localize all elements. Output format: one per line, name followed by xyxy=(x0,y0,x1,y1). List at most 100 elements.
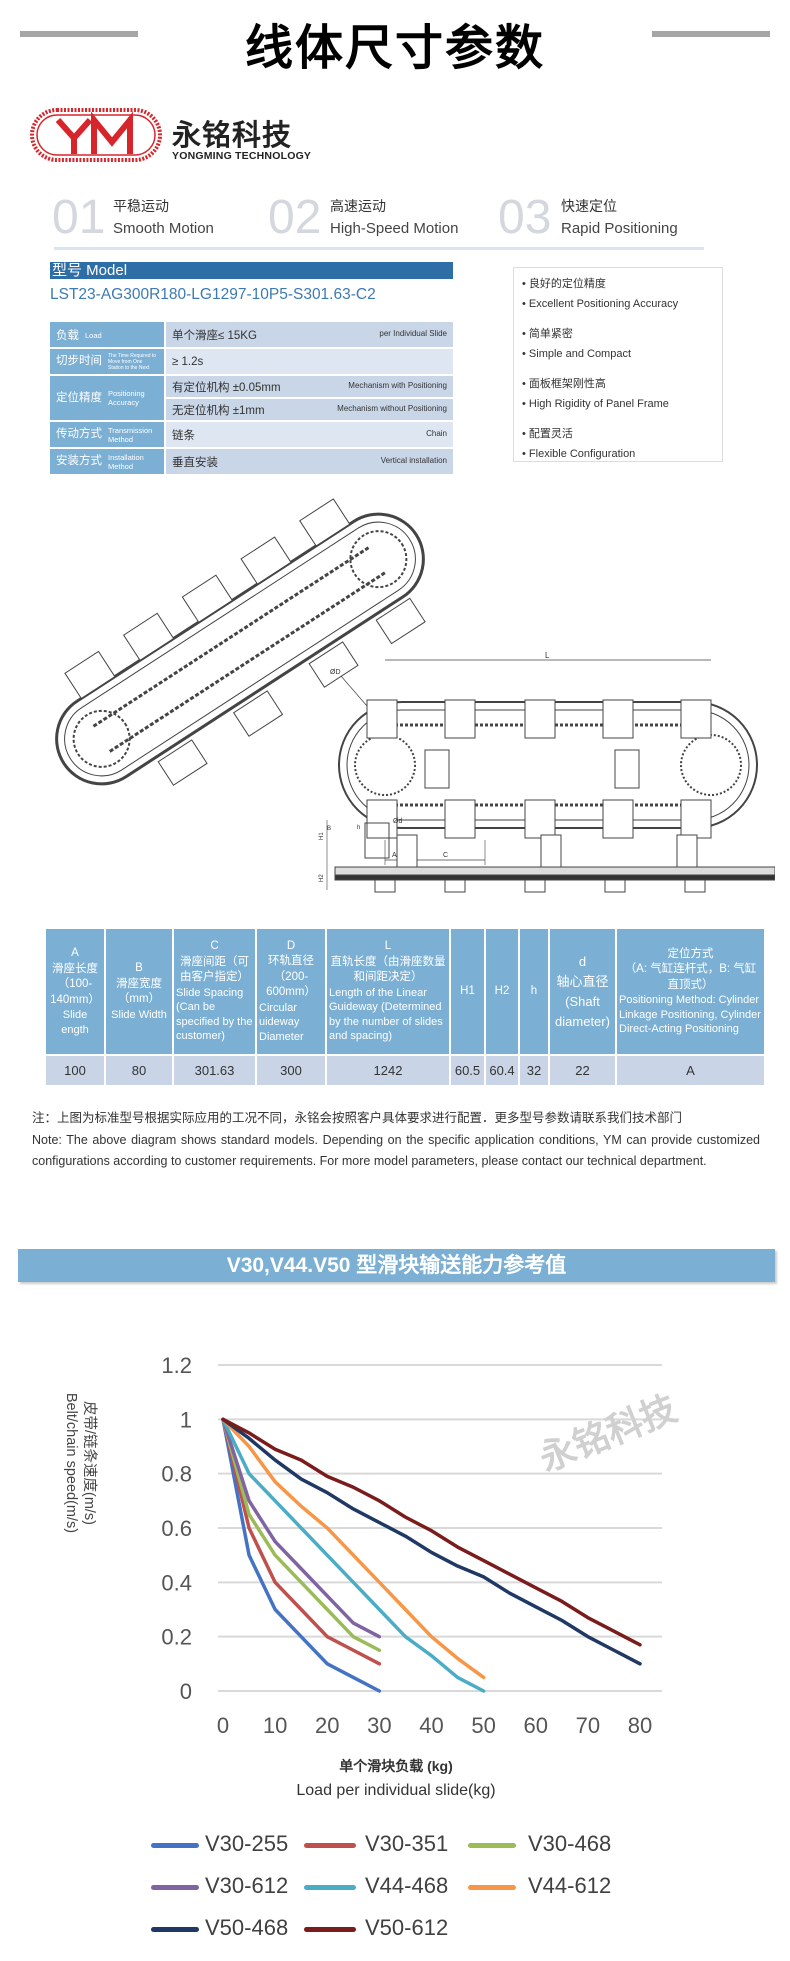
legend-swatch xyxy=(304,1843,356,1848)
y-tick-label: 0.6 xyxy=(161,1516,192,1541)
spec-value-en: Mechanism with Positioning xyxy=(348,380,447,390)
y-axis-title-cn: 皮带/链条速度(m/s) xyxy=(81,1400,97,1526)
value-h1: 60.5 xyxy=(449,1054,486,1087)
y-axis-title: 皮带/链条速度(m/s) Belt/chain speed(m/s) xyxy=(62,1363,98,1563)
feature-title-cn: 快速定位 xyxy=(561,198,617,214)
spec-value-en: Mechanism without Positioning xyxy=(337,403,447,413)
y-tick-label: 0.8 xyxy=(161,1462,192,1487)
feature-title-cn: 平稳运动 xyxy=(113,198,169,214)
legend-label: V30-351 xyxy=(365,1831,449,1856)
y-axis-title-en: Belt/chain speed(m/s) xyxy=(63,1392,79,1534)
header-cn: （A: 气缸连杆式，B: 气缸直顶式） xyxy=(624,963,757,991)
dim-label-h2: H2 xyxy=(319,874,325,882)
features-divider xyxy=(54,247,704,250)
header-en: Circular uideway Diameter xyxy=(259,1001,304,1043)
legend-swatch xyxy=(151,1885,199,1890)
dim-label-h1: H1 xyxy=(319,832,325,840)
header-c: C 滑座间距（可由客户指定）Slide Spacing (Can be speci… xyxy=(172,927,257,1056)
value-shaft-d: 22 xyxy=(548,1054,617,1087)
feature-number: 01 xyxy=(52,191,106,244)
series-line-v30-468 xyxy=(221,1417,382,1652)
chart-banner: V30,V44.V50 型滑块输送能力参考值 xyxy=(18,1249,775,1282)
dimension-value-row: 100 80 301.63 300 1242 60.5 60.4 32 22 A xyxy=(44,1054,766,1087)
model-number: LST23-AG300R180-LG1297-10P5-S301.63-C2 xyxy=(50,286,376,303)
header-en: Length of the Linear Guideway (Determine… xyxy=(329,986,443,1043)
dim-label-l: L xyxy=(545,651,550,660)
header-cn: 滑座宽度（mm） xyxy=(116,977,162,1006)
dim-label-a: A xyxy=(392,852,397,859)
spec-label-cn: 安装方式 xyxy=(56,455,102,468)
legend-swatch xyxy=(304,1885,356,1890)
header-en: (Shaft diameter) xyxy=(555,993,610,1029)
spec-value-en: Chain xyxy=(426,428,447,438)
series-line-v44-468 xyxy=(221,1417,486,1693)
y-tick-label: 1 xyxy=(180,1407,192,1432)
x-axis-title-en: Load per individual slide(kg) xyxy=(296,1782,496,1799)
isometric-drawing xyxy=(55,498,426,786)
series-line-v30-255 xyxy=(221,1417,382,1693)
legend-swatch xyxy=(304,1927,356,1932)
spec-value-en: per Individual Slide xyxy=(379,328,447,338)
y-tick-label: 0 xyxy=(180,1679,192,1704)
series-line-v50-612 xyxy=(221,1417,642,1647)
x-tick-label: 80 xyxy=(628,1713,652,1738)
spec-value: 无定位机构 ±1mm xyxy=(172,404,265,417)
header-h: h xyxy=(518,927,550,1056)
page-title: 线体尺寸参数 xyxy=(244,20,545,76)
header-cn: 滑座间距（可由客户指定） xyxy=(180,955,249,984)
feature-number: 03 xyxy=(498,191,552,244)
header-code: C xyxy=(210,940,219,953)
header-code: H2 xyxy=(494,984,510,997)
advantage-cn: • 良好的定位精度 xyxy=(522,278,606,290)
value-l: 1242 xyxy=(325,1054,451,1087)
spec-label-en: Positioning Accuracy xyxy=(108,389,145,408)
value-b: 80 xyxy=(104,1054,174,1087)
x-tick-label: 70 xyxy=(576,1713,600,1738)
x-axis-title-cn: 单个滑块负载 (kg) xyxy=(339,1758,453,1774)
spec-value: 链条 xyxy=(172,429,195,442)
spec-label-en: The Time Required to Move from One Stati… xyxy=(108,352,157,371)
header-code: 定位方式 xyxy=(667,947,714,960)
header-en: Slide Width xyxy=(111,1008,167,1021)
y-tick-label: 1.2 xyxy=(161,1353,192,1378)
header-code: B xyxy=(135,962,143,974)
x-tick-label: 0 xyxy=(217,1713,229,1738)
header-code: A xyxy=(71,947,79,959)
feature-title-cn: 高速运动 xyxy=(330,198,386,214)
dim-label-c: C xyxy=(443,852,448,859)
x-tick-label: 20 xyxy=(315,1713,339,1738)
dim-label-h: h xyxy=(357,825,360,831)
spec-value-en: Vertical installation xyxy=(380,455,447,465)
spec-row-positioning-without: 无定位机构 ±1mm Mechanism without Positioning xyxy=(50,399,453,420)
advantage-cn: • 简单紧密 xyxy=(522,328,573,340)
value-d: 300 xyxy=(255,1054,327,1087)
legend-swatch xyxy=(468,1885,516,1890)
spec-value: ≥ 1.2s xyxy=(172,355,204,368)
spec-label-cn: 负载 xyxy=(56,329,79,342)
spec-label-cn: 切步时间 xyxy=(56,355,102,368)
legend-label: V50-468 xyxy=(205,1915,289,1940)
spec-value: 单个滑座≤ 15KG xyxy=(172,329,257,342)
title-divider-right xyxy=(652,31,770,37)
advantage-en: • Flexible Configuration xyxy=(522,448,636,460)
brand-name-en: YONGMING TECHNOLOGY xyxy=(172,150,312,162)
model-header: 型号 Model xyxy=(50,262,453,279)
advantage-en: • High Rigidity of Panel Frame xyxy=(522,398,669,410)
advantage-en: • Simple and Compact xyxy=(522,348,632,360)
brand-logo xyxy=(30,108,162,162)
value-h: 32 xyxy=(518,1054,550,1087)
x-tick-label: 10 xyxy=(263,1713,287,1738)
note-en: Note: The above diagram shows standard m… xyxy=(32,1132,760,1169)
header-en: Slide Spacing (Can be specified by the c… xyxy=(176,986,253,1043)
value-a: 100 xyxy=(44,1054,106,1087)
dim-label-d: ØD xyxy=(330,669,341,676)
top-view-drawing: L ØD A C B xyxy=(327,651,758,865)
spec-value: 有定位机构 ±0.05mm xyxy=(172,381,281,394)
